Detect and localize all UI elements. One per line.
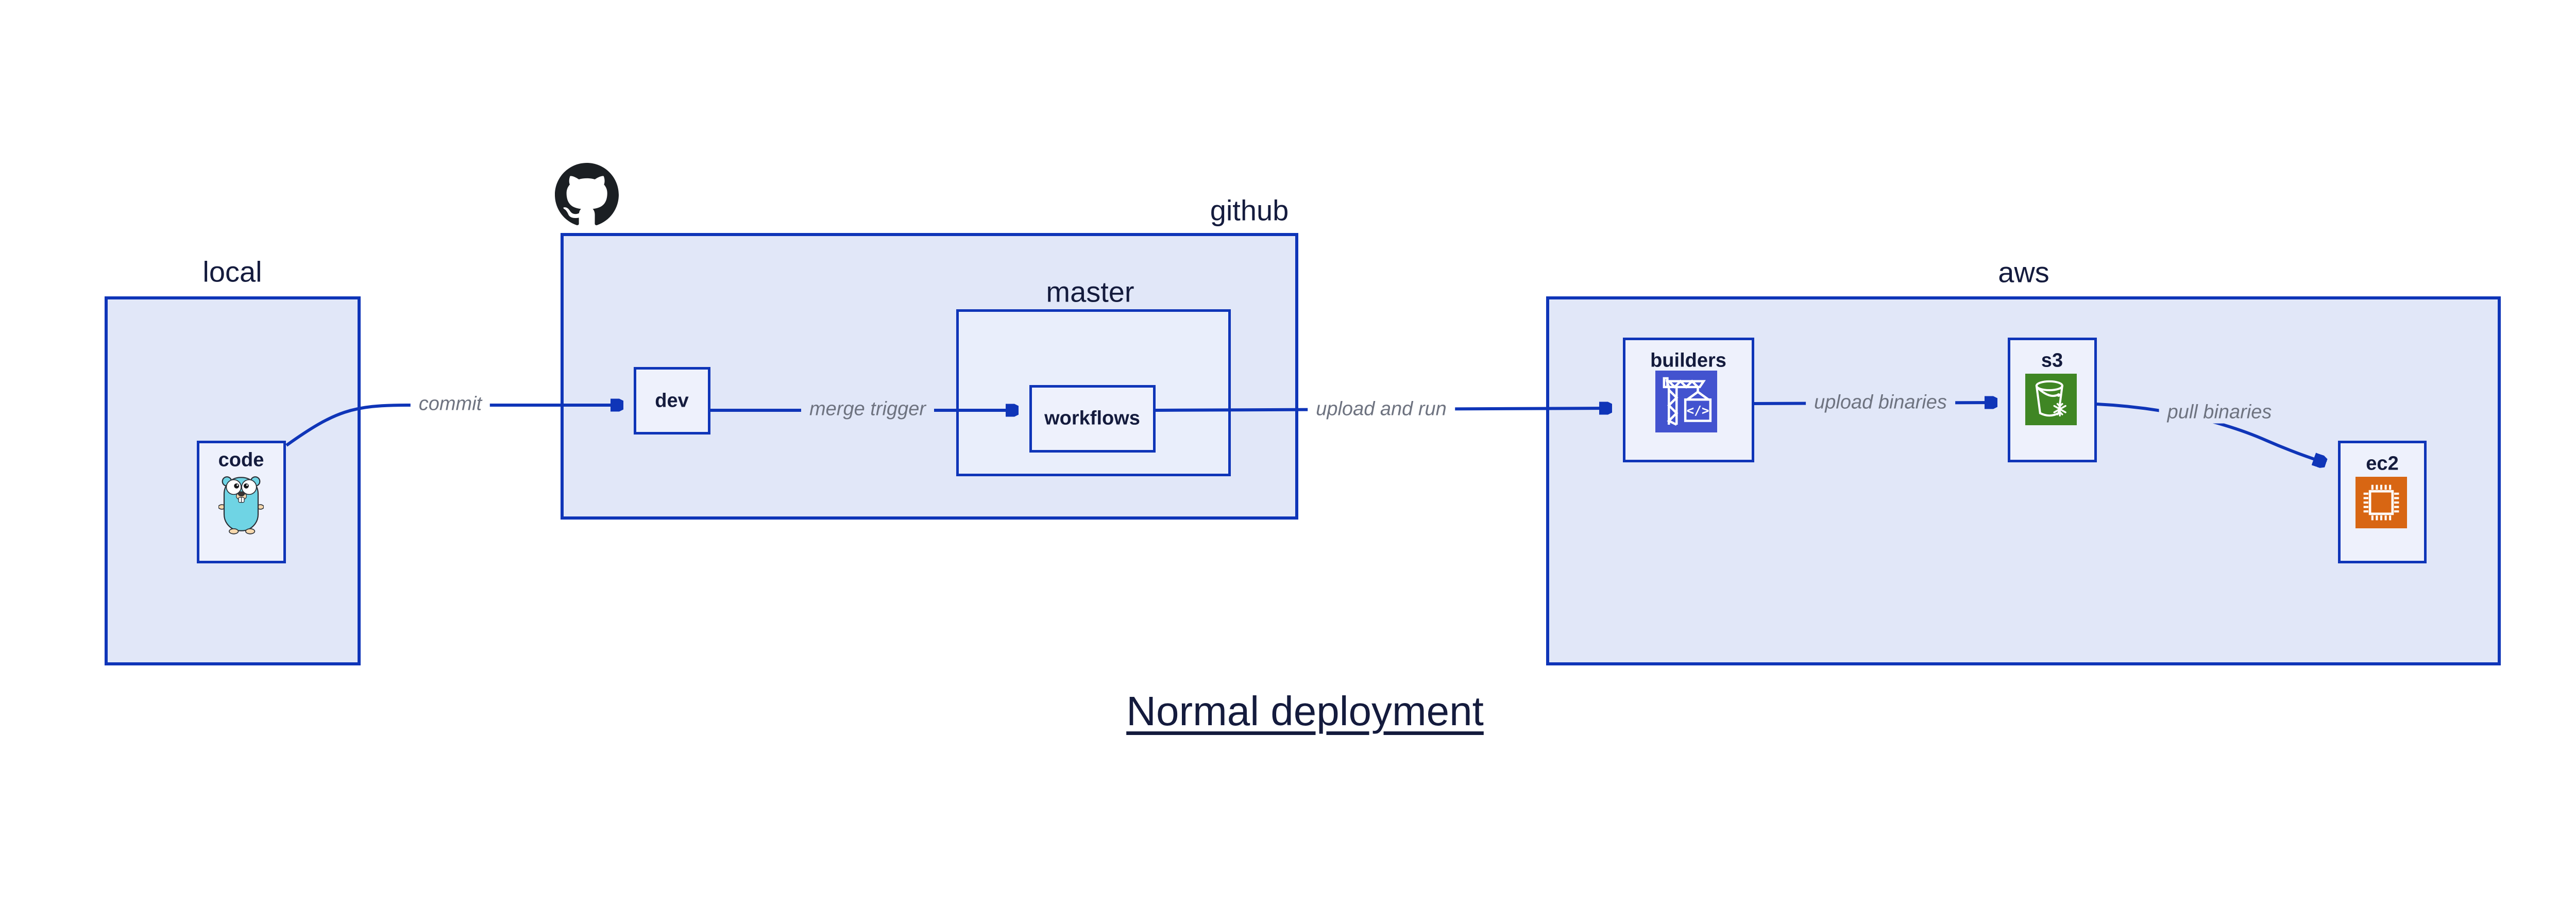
aws-ec2-chip-icon <box>2355 477 2407 528</box>
octocat-mark-icon <box>555 163 619 225</box>
node-label-dev: dev <box>655 390 689 412</box>
node-label-s3: s3 <box>2041 349 2063 372</box>
edge-pull-binaries-line <box>2096 403 2324 462</box>
node-label-code: code <box>218 449 264 471</box>
node-box-workflows <box>1029 385 1156 453</box>
svg-text:</>: </> <box>1687 403 1709 417</box>
edge-label-pull-binaries: pull binaries <box>2159 401 2280 424</box>
node-label-ec2: ec2 <box>2366 453 2399 475</box>
node-label-workflows: workflows <box>1044 407 1140 429</box>
group-label-aws: aws <box>1998 256 2049 289</box>
edge-label-merge-trigger: merge trigger <box>801 398 934 421</box>
group-label-master: master <box>1046 275 1134 308</box>
aws-s3-bucket-icon <box>2025 374 2077 425</box>
edge-label-upload-and-run: upload and run <box>1308 398 1455 421</box>
group-label-local: local <box>202 255 262 288</box>
aws-codebuild-icon: </> <box>1655 371 1717 432</box>
edge-label-upload-binaries: upload binaries <box>1806 391 1955 414</box>
node-box-dev <box>634 367 710 435</box>
edge-label-commit: commit <box>410 393 490 415</box>
diagram-title: Normal deployment <box>1126 688 1484 734</box>
node-label-builders: builders <box>1650 349 1726 372</box>
go-gopher-icon <box>218 476 264 534</box>
group-label-github: github <box>1210 194 1289 227</box>
edge-commit-line <box>285 405 621 447</box>
